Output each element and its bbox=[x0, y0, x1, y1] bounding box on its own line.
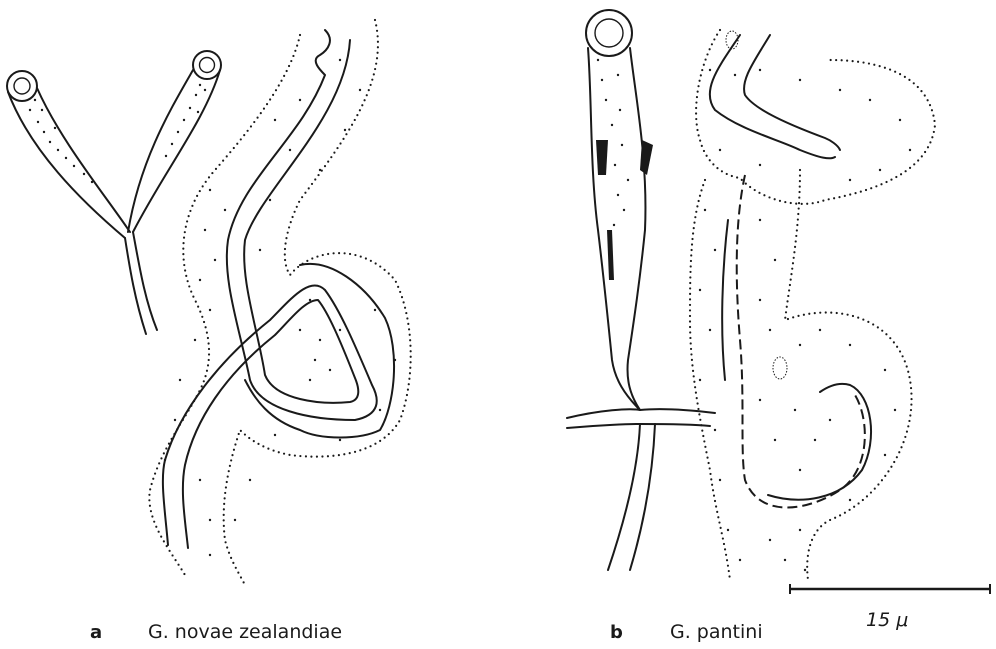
panel-b-letter: b bbox=[610, 624, 623, 642]
panel-a-sheath-outline bbox=[149, 20, 410, 585]
panel-a-coiled-hypha bbox=[163, 30, 394, 548]
panel-b-coiled-hypha bbox=[710, 35, 871, 508]
panel-a-letter: a bbox=[90, 624, 102, 642]
panel-a-drawing bbox=[7, 20, 411, 585]
panel-b-species-label: G. pantini bbox=[670, 623, 763, 642]
panel-a-stalk bbox=[125, 232, 157, 334]
panel-b-drawing bbox=[567, 10, 935, 580]
panel-b-stalk bbox=[567, 409, 715, 570]
panel-a-species-label: G. novae zealandiae bbox=[148, 623, 342, 642]
panel-b-granule-cluster bbox=[726, 31, 787, 379]
panel-a-left-club bbox=[7, 71, 130, 238]
panel-a-stipple bbox=[29, 59, 396, 556]
scale-bar-label: 15 μ bbox=[866, 611, 908, 630]
panel-a-right-club bbox=[128, 51, 221, 232]
scale-bar bbox=[790, 584, 990, 594]
panel-b-club bbox=[586, 10, 653, 410]
panel-b-sheath-outline bbox=[690, 30, 935, 580]
